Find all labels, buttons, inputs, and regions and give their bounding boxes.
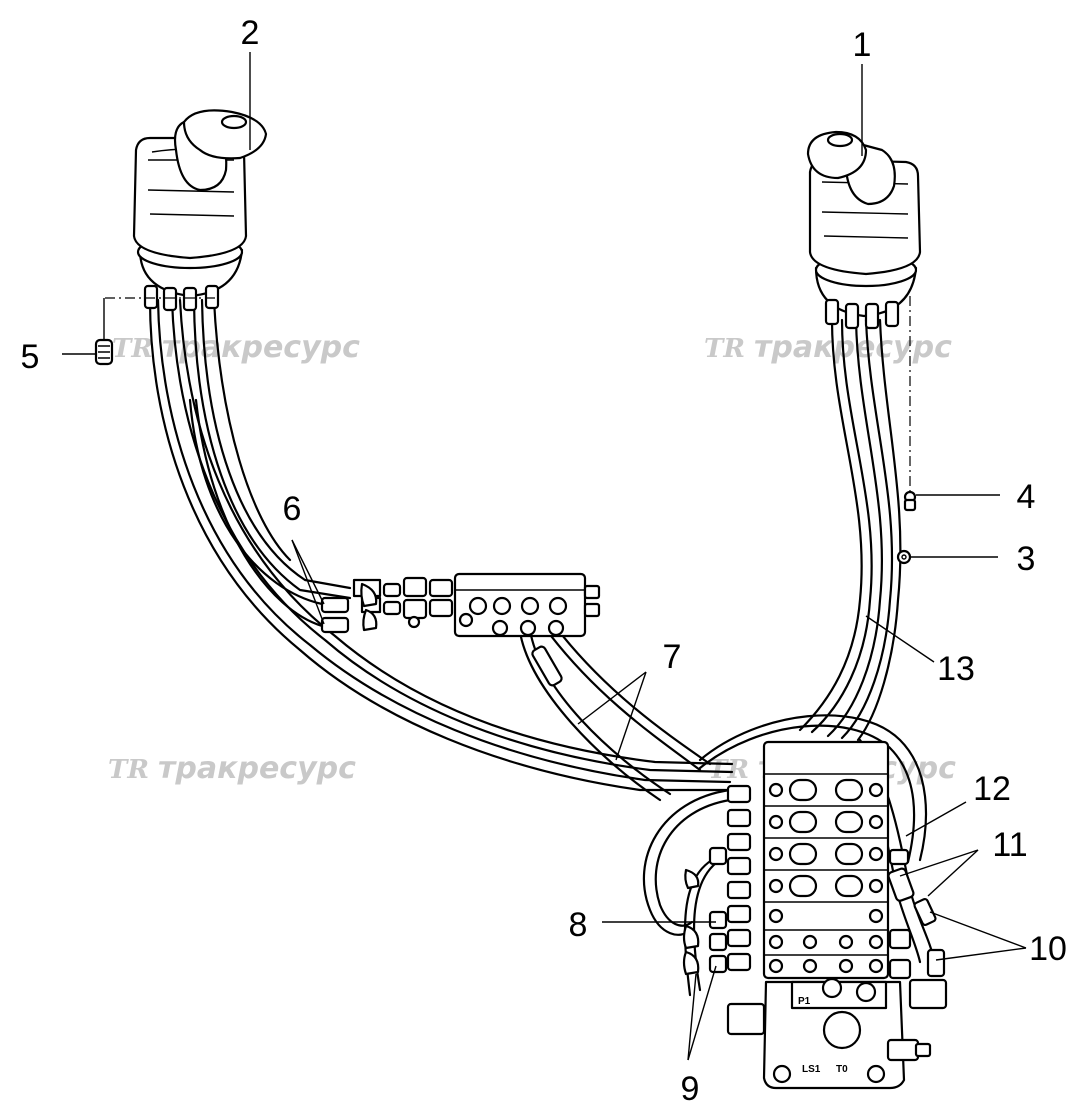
- watermark-bottom-left: TR тракресурс: [108, 751, 356, 786]
- control-valve: P1 LS1 T0: [642, 714, 948, 1090]
- port-label-p1: P1: [798, 996, 811, 1007]
- port-label-t: T0: [836, 1064, 848, 1075]
- watermark-logo: TR: [708, 755, 749, 785]
- left-joystick: [132, 109, 734, 792]
- callout-12: 12: [973, 770, 1011, 808]
- watermark-text: тракресурс: [158, 751, 356, 786]
- callout-4: 4: [1017, 478, 1036, 516]
- callout-5: 5: [21, 338, 40, 376]
- callout-8: 8: [569, 906, 588, 944]
- port-label-ls1: LS1: [802, 1064, 821, 1075]
- callout-11: 11: [992, 826, 1027, 864]
- part3-washer: [896, 549, 912, 565]
- callout-2: 2: [241, 14, 260, 52]
- callout-10: 10: [1029, 930, 1067, 968]
- callout-9: 9: [681, 1070, 700, 1108]
- watermark-text: тракресурс: [162, 330, 360, 365]
- part5-fitting: [94, 298, 114, 366]
- manifold-block: [352, 572, 712, 802]
- watermark-text: тракресурс: [754, 330, 952, 365]
- watermark-logo: TR: [108, 755, 149, 785]
- watermark-logo: TR: [704, 334, 745, 364]
- callout-7: 7: [663, 638, 682, 676]
- callout-1: 1: [853, 26, 872, 64]
- part4-fitting: [903, 490, 917, 512]
- leader-lines: [62, 52, 1027, 1061]
- callout-13: 13: [937, 650, 975, 688]
- callout-6: 6: [283, 490, 302, 528]
- watermark-top-left: TR тракресурс: [112, 330, 360, 365]
- watermark-top-right: TR тракресурс: [704, 330, 952, 365]
- right-joystick: [798, 130, 922, 742]
- watermark-logo: TR: [112, 334, 153, 364]
- part6-hose-ends: [188, 398, 350, 634]
- callout-3: 3: [1017, 540, 1036, 578]
